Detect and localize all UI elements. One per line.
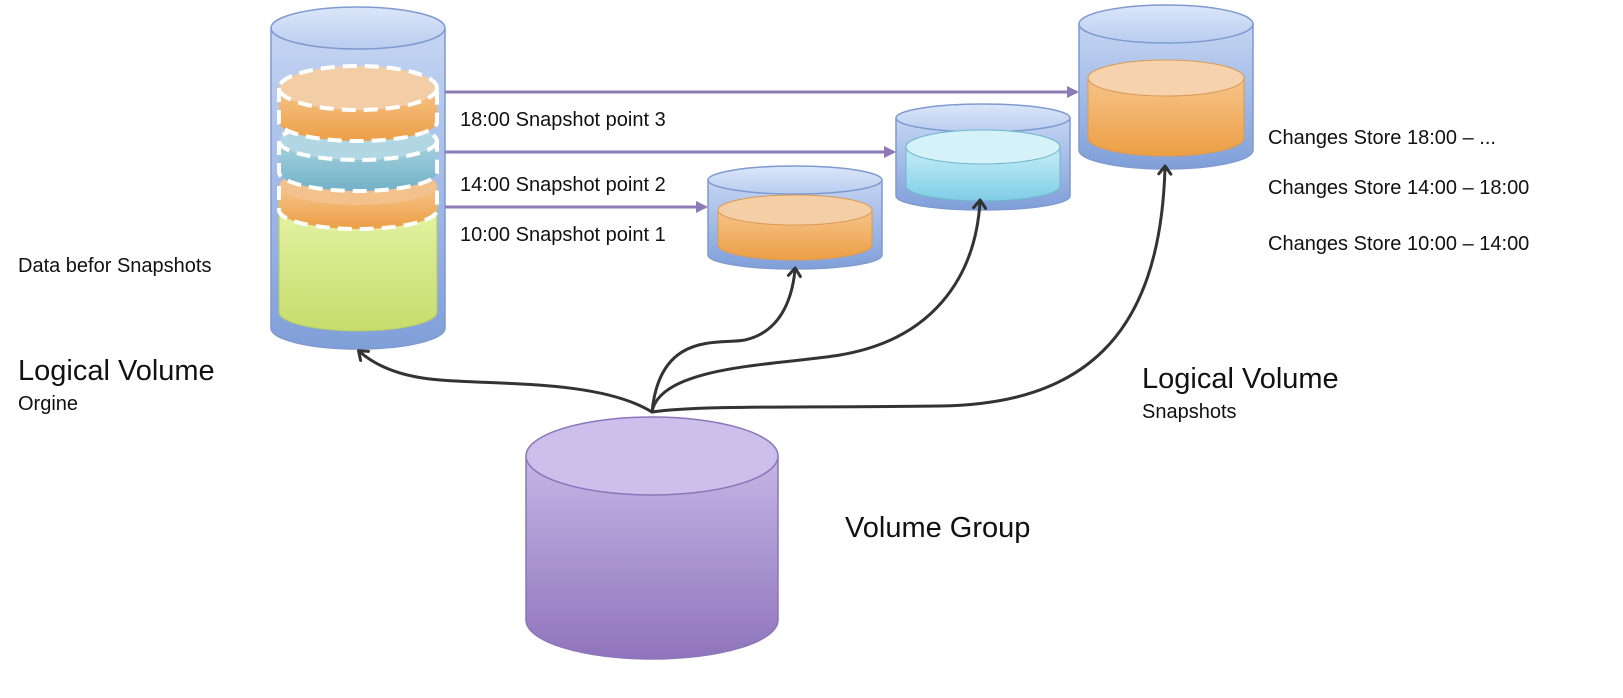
- snapshot-1-cylinder: [707, 165, 883, 270]
- snapshot-volume-subtitle: Snapshots: [1142, 401, 1237, 423]
- snapshot-2-cylinder: [895, 103, 1071, 211]
- origin-volume-cylinder: [270, 6, 446, 350]
- changes-store-10-label: Changes Store 10:00 – 14:00: [1268, 233, 1530, 255]
- snapshot-volume-title: Logical Volume: [1142, 363, 1339, 395]
- changes-store-18-label: Changes Store 18:00 – ...: [1268, 127, 1496, 149]
- vg-to-snapshot-2-arrow: [650, 198, 988, 414]
- snapshot-2-label: 14:00 Snapshot point 2: [460, 174, 666, 196]
- vg-to-origin-arrow: [356, 349, 654, 414]
- vg-to-snapshot-1-arrow: [650, 266, 802, 414]
- vg-to-snapshot-3-arrow: [650, 164, 1173, 414]
- snapshot-3-cylinder: [1078, 4, 1254, 170]
- changes-store-14-label: Changes Store 14:00 – 18:00: [1268, 177, 1530, 199]
- change-block-18: [277, 64, 439, 143]
- snapshot-1-label: 10:00 Snapshot point 1: [460, 224, 666, 246]
- origin-volume-subtitle: Orgine: [18, 393, 79, 415]
- snapshot-3-label: 18:00 Snapshot point 3: [460, 109, 666, 131]
- data-before-snapshots-label: Data befor Snapshots: [18, 255, 212, 277]
- volume-group-cylinder: [525, 416, 779, 660]
- origin-volume-title: Logical Volume: [18, 355, 215, 387]
- volume-group-label: Volume Group: [845, 512, 1031, 544]
